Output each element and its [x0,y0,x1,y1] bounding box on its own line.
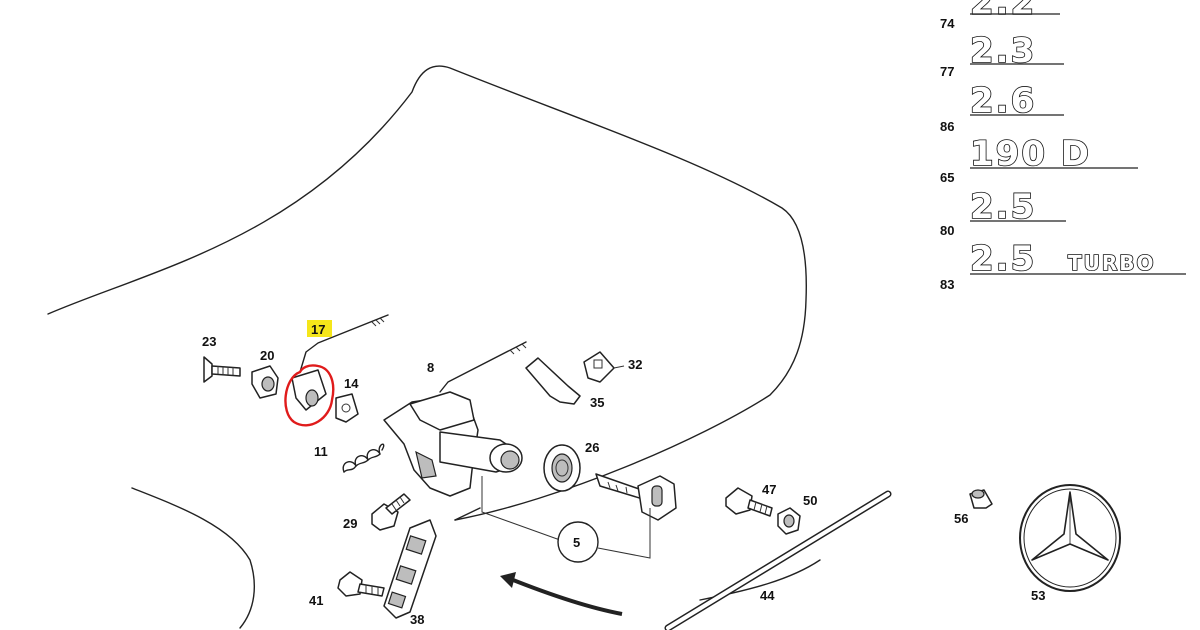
label-50: 50 [803,493,817,508]
part-41-bolt [337,571,385,597]
label-35: 35 [590,395,604,410]
part-47-bolt [725,487,773,517]
part-38-plate [383,519,437,619]
label-29: 29 [343,516,357,531]
part-35-bracket [525,357,581,405]
label-38: 38 [410,612,424,627]
emblem-83-suffix: TURBO [1068,251,1156,275]
label-11: 11 [314,444,328,459]
model-emblem-83: 83 2.5 TURBO [940,238,1186,292]
label-17: 17 [311,322,325,337]
label-5: 5 [573,535,580,550]
model-emblem-77: 77 2.3 [940,30,1064,79]
label-44: 44 [760,588,775,603]
label-32: 32 [628,357,642,372]
emblem-83-text: 2.5 [970,239,1036,279]
part-50-nut [777,507,801,535]
model-emblem-80: 80 2.5 [940,186,1066,238]
part-key [595,473,677,521]
part-44-strip [664,490,892,630]
label-56: 56 [954,511,968,526]
part-11-spring [342,443,385,473]
part-14-clip [335,393,359,423]
part-29-bolt [371,493,411,531]
part-26-ring [543,444,581,492]
emblem-86-ref: 86 [940,119,954,134]
part-56-grommet [969,489,993,509]
part-5-badge [557,521,599,563]
label-14: 14 [344,376,359,391]
emblem-65-ref: 65 [940,170,954,185]
emblem-77-ref: 77 [940,64,954,79]
label-20: 20 [260,348,274,363]
label-53: 53 [1031,588,1045,603]
label-8: 8 [427,360,434,375]
highlight-circle [284,364,335,427]
part-23-screw [203,356,241,383]
label-17-highlight [307,320,332,337]
part-5-group [481,476,651,563]
label-41: 41 [309,593,323,608]
label-26: 26 [585,440,599,455]
model-emblem-74: 74 2.2 [940,0,1060,31]
emblem-83-ref: 83 [940,277,954,292]
direction-arrow [500,572,623,616]
part-20-bushing [251,365,279,399]
emblem-74-ref: 74 [940,16,955,31]
emblem-74-text: 2.2 [970,0,1036,23]
part-53-star-emblem [1019,484,1121,592]
part-17-rod [291,314,389,411]
model-emblem-65: 65 190 D [940,133,1138,185]
label-47: 47 [762,482,776,497]
part-32-clip [583,351,625,383]
emblem-77-text: 2.3 [970,31,1036,71]
emblem-80-ref: 80 [940,223,954,238]
label-23: 23 [202,334,216,349]
model-emblem-86: 86 2.6 [940,80,1064,134]
part-8-lock [383,341,527,497]
